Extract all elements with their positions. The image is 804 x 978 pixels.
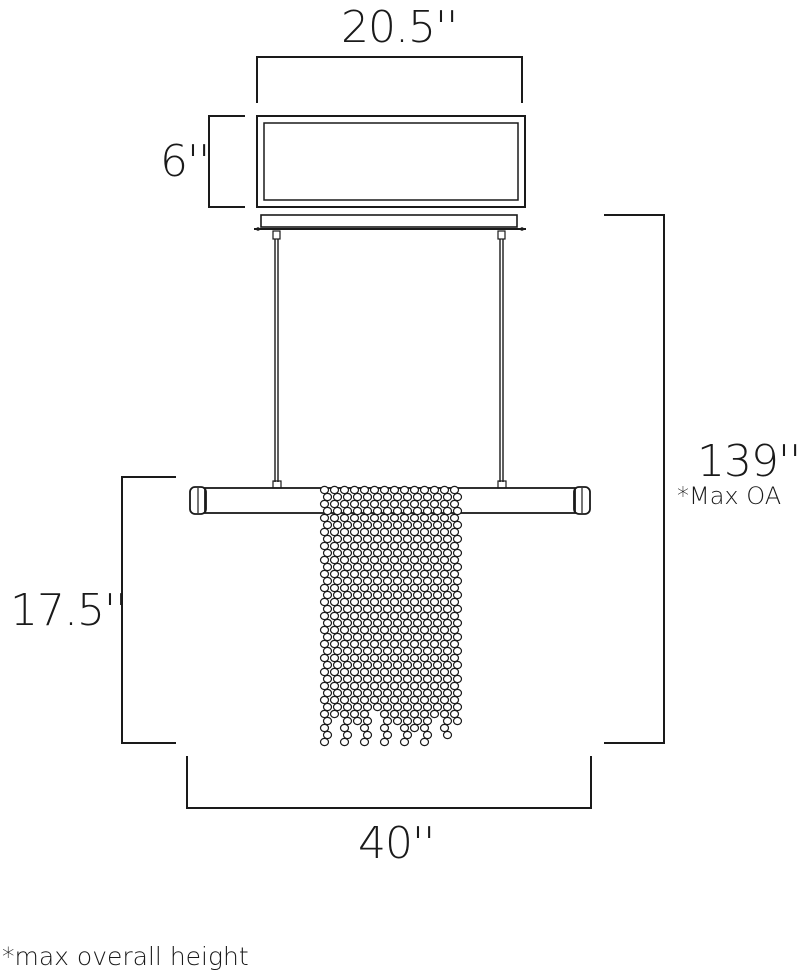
bead-strands bbox=[319, 485, 463, 747]
fixture-width-label: 40'' bbox=[358, 818, 435, 869]
canopy-width-label: 20.5'' bbox=[341, 2, 458, 53]
bead-strand bbox=[389, 485, 403, 726]
bead-strand bbox=[409, 485, 423, 733]
overall-height-note: *Max OA bbox=[677, 482, 782, 510]
canopy-width-bracket bbox=[256, 56, 523, 103]
overall-height-bracket bbox=[604, 214, 665, 744]
bead-strand bbox=[429, 485, 443, 719]
bead-strand bbox=[379, 485, 393, 747]
bead-strand bbox=[319, 485, 333, 747]
mounting-plate bbox=[254, 214, 526, 240]
fixture-height-label: 17.5'' bbox=[10, 585, 127, 636]
bead-strand bbox=[339, 485, 353, 747]
canopy-height-bracket bbox=[208, 115, 245, 208]
canopy-height-label: 6'' bbox=[160, 136, 210, 187]
bead-strand bbox=[369, 485, 383, 712]
bead-strand bbox=[419, 485, 433, 747]
suspension-cables bbox=[272, 239, 507, 489]
bead-strand bbox=[449, 485, 463, 726]
canopy bbox=[256, 115, 526, 208]
bead-strand bbox=[349, 485, 363, 726]
bead-strand bbox=[439, 485, 453, 740]
bead-strand bbox=[329, 485, 343, 719]
fixture-height-bracket bbox=[121, 476, 176, 744]
footnote: *max overall height bbox=[2, 942, 249, 971]
bead-strand bbox=[399, 485, 413, 747]
fixture-width-bracket bbox=[186, 756, 592, 809]
bead-strand bbox=[359, 485, 373, 747]
overall-height-label: 139'' bbox=[697, 436, 801, 487]
